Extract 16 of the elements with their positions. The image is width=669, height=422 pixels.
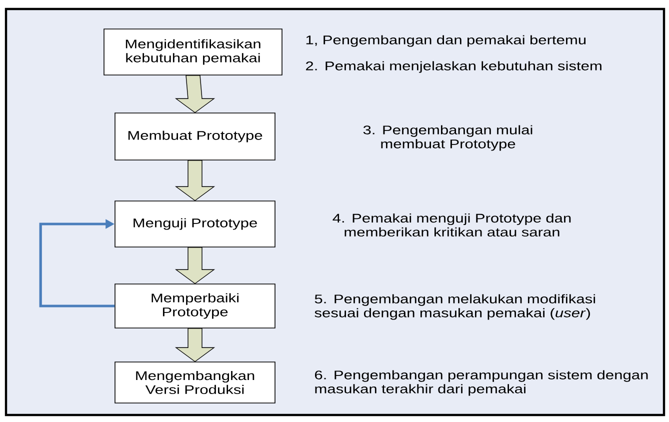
step-description: 4. Pemakai menguji Prototype dan memberikan kritikan atau saran — [332, 213, 571, 237]
process-box: Menguji Prototype — [114, 200, 276, 248]
block-arrow — [174, 160, 216, 202]
block-arrow — [174, 247, 216, 284]
step-description: 6. Pengembangan perampungan sistem dengan masukan terakhir dari pemakai — [315, 370, 648, 396]
step-description: 5. Pengembangan melakukan modifikasi sesuai dengan masukan pemakai (user) — [314, 294, 596, 320]
process-box: Membuat Prototype — [114, 112, 276, 160]
feedback-arrow — [39, 219, 115, 308]
process-box: Mengidentifikasikan kebutuhan pemakai — [104, 28, 282, 76]
step-description: 2. Pemakai menjelaskan kebutuhan sistem — [306, 61, 602, 73]
step-description: 1, Pengembangan dan pemakai bertemu — [306, 35, 586, 47]
process-box: Mengembangkan Versi Produksi — [114, 362, 276, 404]
step-description: 3. Pengembangan mulai membuat Prototype — [363, 125, 532, 151]
block-arrow — [174, 75, 216, 114]
process-box: Memperbaiki Prototype — [114, 284, 276, 328]
block-arrow — [174, 328, 216, 362]
